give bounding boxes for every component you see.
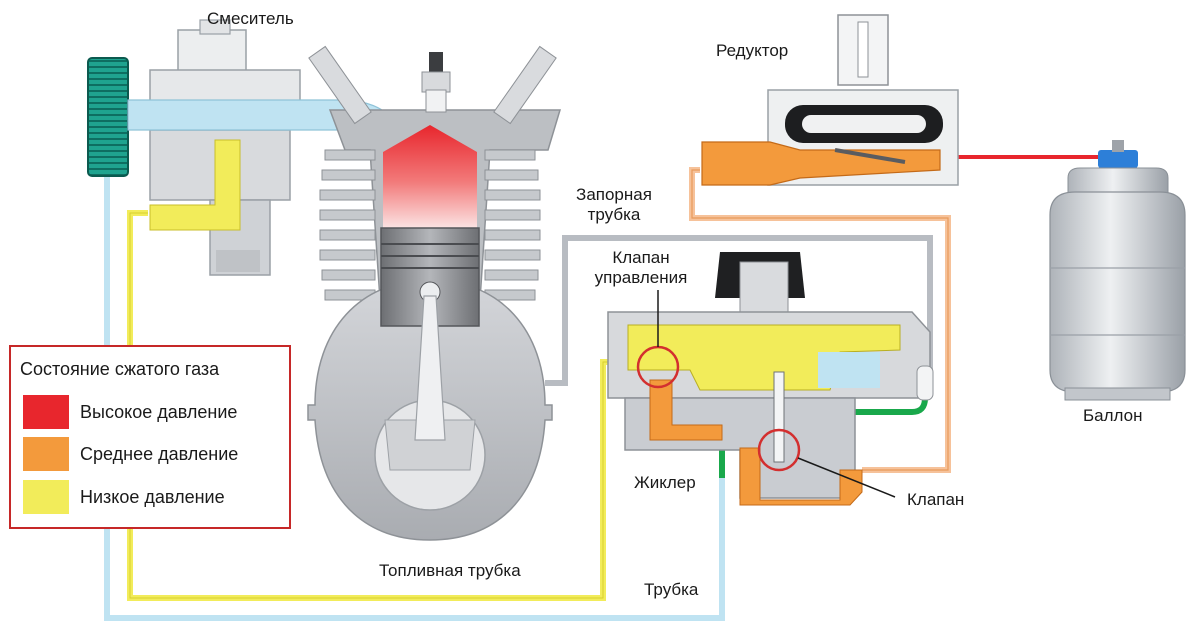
legend-label-high: Высокое давление (80, 402, 238, 422)
label-tube: Трубка (644, 580, 699, 599)
air-filter-icon (87, 57, 129, 177)
label-control-valve: Клапан управления (583, 248, 699, 289)
legend-swatch-high (23, 395, 69, 429)
label-shutoff-tube-line1: Запорная (576, 185, 652, 204)
valve-leader (797, 457, 896, 498)
legend-box: Состояние сжатого газа Высокое давление … (9, 345, 291, 529)
label-control-valve-line2: управления (594, 268, 688, 288)
label-shutoff-tube: Запорная трубка (566, 185, 662, 226)
label-jet: Жиклер (634, 473, 696, 492)
label-cylinder: Баллон (1083, 406, 1143, 425)
label-reducer: Редуктор (716, 41, 789, 60)
label-control-valve-line1: Клапан (612, 248, 670, 267)
label-shutoff-tube-line2: трубка (587, 205, 641, 225)
shutoff-tube-line (545, 235, 933, 386)
legend-label-medium: Среднее давление (80, 444, 239, 464)
legend-swatch-low (23, 480, 69, 514)
mixer-icon (149, 19, 301, 276)
legend-swatch-medium (23, 437, 69, 471)
spark-plug-icon (421, 52, 451, 113)
legend-title: Состояние сжатого газа (20, 359, 220, 379)
gas-cylinder-icon (1049, 140, 1186, 401)
reducer-icon (701, 14, 959, 186)
valve-callout (757, 428, 801, 472)
legend-label-low: Низкое давление (80, 487, 225, 507)
label-mixer: Смеситель (207, 9, 294, 28)
label-valve: Клапан (907, 490, 965, 509)
label-fuel-tube: Топливная трубка (379, 561, 521, 580)
piston-icon (380, 227, 480, 441)
regulator-icon (607, 252, 934, 506)
